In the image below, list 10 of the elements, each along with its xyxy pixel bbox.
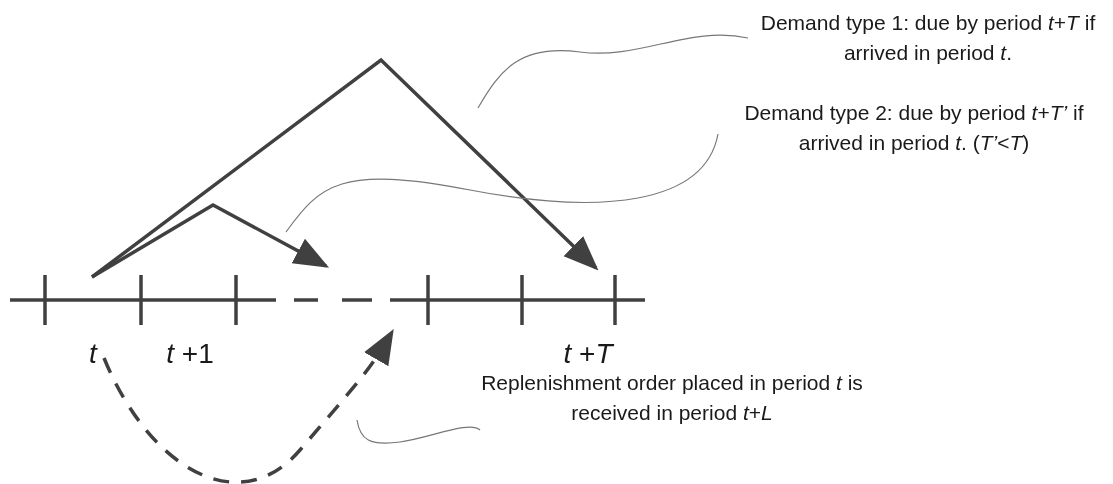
leader-line [285, 133, 719, 233]
callout-text: Demand type 2: due by period t+T’ if arrived in period t. (T’<T) [744, 101, 1084, 154]
leader-line [356, 419, 481, 444]
period-label: t +T [563, 338, 613, 369]
callout-text: Demand type 1: due by period t+T if arrived in period t. [760, 11, 1096, 64]
period-label: t +1 [166, 338, 214, 369]
period-label: t [89, 338, 97, 369]
callout-text: Replenishment order placed in period t is received in period t+L [481, 371, 863, 424]
leader-line [477, 34, 749, 109]
arrow [102, 329, 394, 484]
